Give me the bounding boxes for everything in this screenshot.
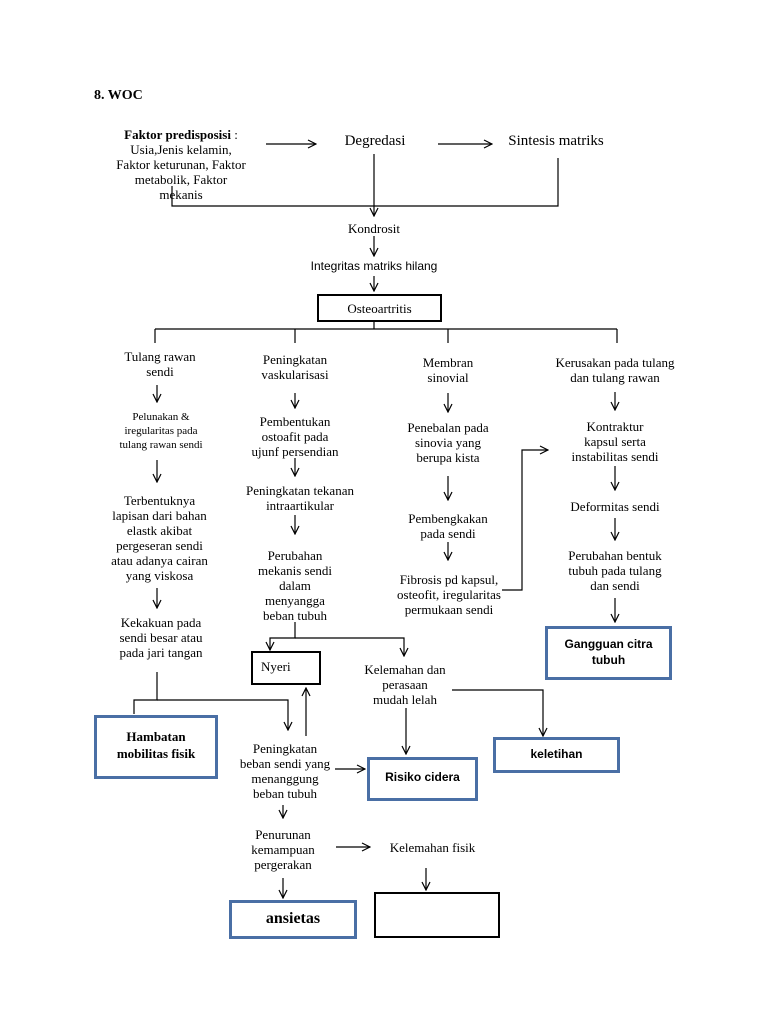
col1-pelunakan: Pelunakan & iregularitas pada tulang raw… <box>119 411 203 451</box>
node-kondrosit: Kondrosit <box>348 221 400 236</box>
col2-penurunan-kemampuan: Penurunan kemampuan pergerakan <box>251 827 315 872</box>
ansietas-label: ansietas <box>265 910 321 927</box>
col2-pembentukan-ostoafit: Pembentukan ostoafit pada ujunf persendi… <box>251 414 339 459</box>
col4-kerusakan-tulang: Kerusakan pada tulang dan tulang rawan <box>555 355 675 385</box>
keletihan-label: keletihan <box>530 747 583 761</box>
diagnosis-risiko-cidera: Risiko cidera <box>367 757 478 801</box>
col3-fibrosis: Fibrosis pd kapsul, osteofit, iregularit… <box>397 572 501 617</box>
diagnosis-nyeri: Nyeri <box>251 651 321 685</box>
col3-membran-sinovial: Membran sinovial <box>422 355 474 385</box>
factor-body: Usia,Jenis kelamin, Faktor keturunan, Fa… <box>116 142 246 202</box>
col1-tulang-rawan-sendi: Tulang rawan sendi <box>124 349 196 379</box>
osteoartritis-label: Osteoartritis <box>347 301 412 316</box>
col2-peningkatan-tekanan: Peningkatan tekanan intraartikular <box>246 483 354 513</box>
col1-kekakuan: Kekakuan pada sendi besar atau pada jari… <box>119 615 203 660</box>
col3-pembengkakan: Pembengkakan pada sendi <box>408 511 488 541</box>
section-heading: 8. WOC <box>94 88 143 103</box>
node-degredasi: Degredasi <box>344 133 406 149</box>
col3-kelemahan-perasaan: Kelemahan dan perasaan mudah lelah <box>364 662 446 707</box>
col3-kelemahan-fisik: Kelemahan fisik <box>389 840 476 855</box>
col2-peningkatan-vaskularisasi: Peningkatan vaskularisasi <box>261 352 329 382</box>
gangguan-citra-label: Gangguan citra tubuh <box>564 637 653 667</box>
diagnosis-keletihan: keletihan <box>493 737 620 773</box>
col2-peningkatan-beban: Peningkatan beban sendi yang menanggung … <box>239 741 331 801</box>
predisposing-factors: Faktor predisposisi :Usia,Jenis kelamin,… <box>96 112 266 202</box>
diagnosis-empty-box <box>374 892 500 938</box>
col4-perubahan-bentuk: Perubahan bentuk tubuh pada tulang dan s… <box>568 548 662 593</box>
factor-title: Faktor predisposisi <box>124 127 231 142</box>
node-osteoartritis: Osteoartritis <box>317 294 442 322</box>
col3-penebalan-sinovia: Penebalan pada sinovia yang berupa kista <box>407 420 489 465</box>
col4-kontraktur: Kontraktur kapsul serta instabilitas sen… <box>571 419 659 464</box>
diagnosis-gangguan-citra: Gangguan citra tubuh <box>545 626 672 680</box>
diagnosis-ansietas: ansietas <box>229 900 357 939</box>
diagnosis-hambatan-mobilitas: Hambatan mobilitas fisik <box>94 715 218 779</box>
col1-terbentuknya-lapisan: Terbentuknya lapisan dari bahan elastk a… <box>111 493 208 583</box>
node-integritas: Integritas matriks hilang <box>310 259 438 273</box>
hambatan-label: Hambatan mobilitas fisik <box>116 729 196 761</box>
factor-colon: : <box>230 127 238 142</box>
node-sintesis-matriks: Sintesis matriks <box>508 133 604 149</box>
col4-deformitas: Deformitas sendi <box>570 499 660 514</box>
nyeri-label: Nyeri <box>261 659 291 674</box>
risiko-cidera-label: Risiko cidera <box>385 770 460 784</box>
col2-perubahan-mekanis: Perubahan mekanis sendi dalam menyangga … <box>257 548 332 623</box>
